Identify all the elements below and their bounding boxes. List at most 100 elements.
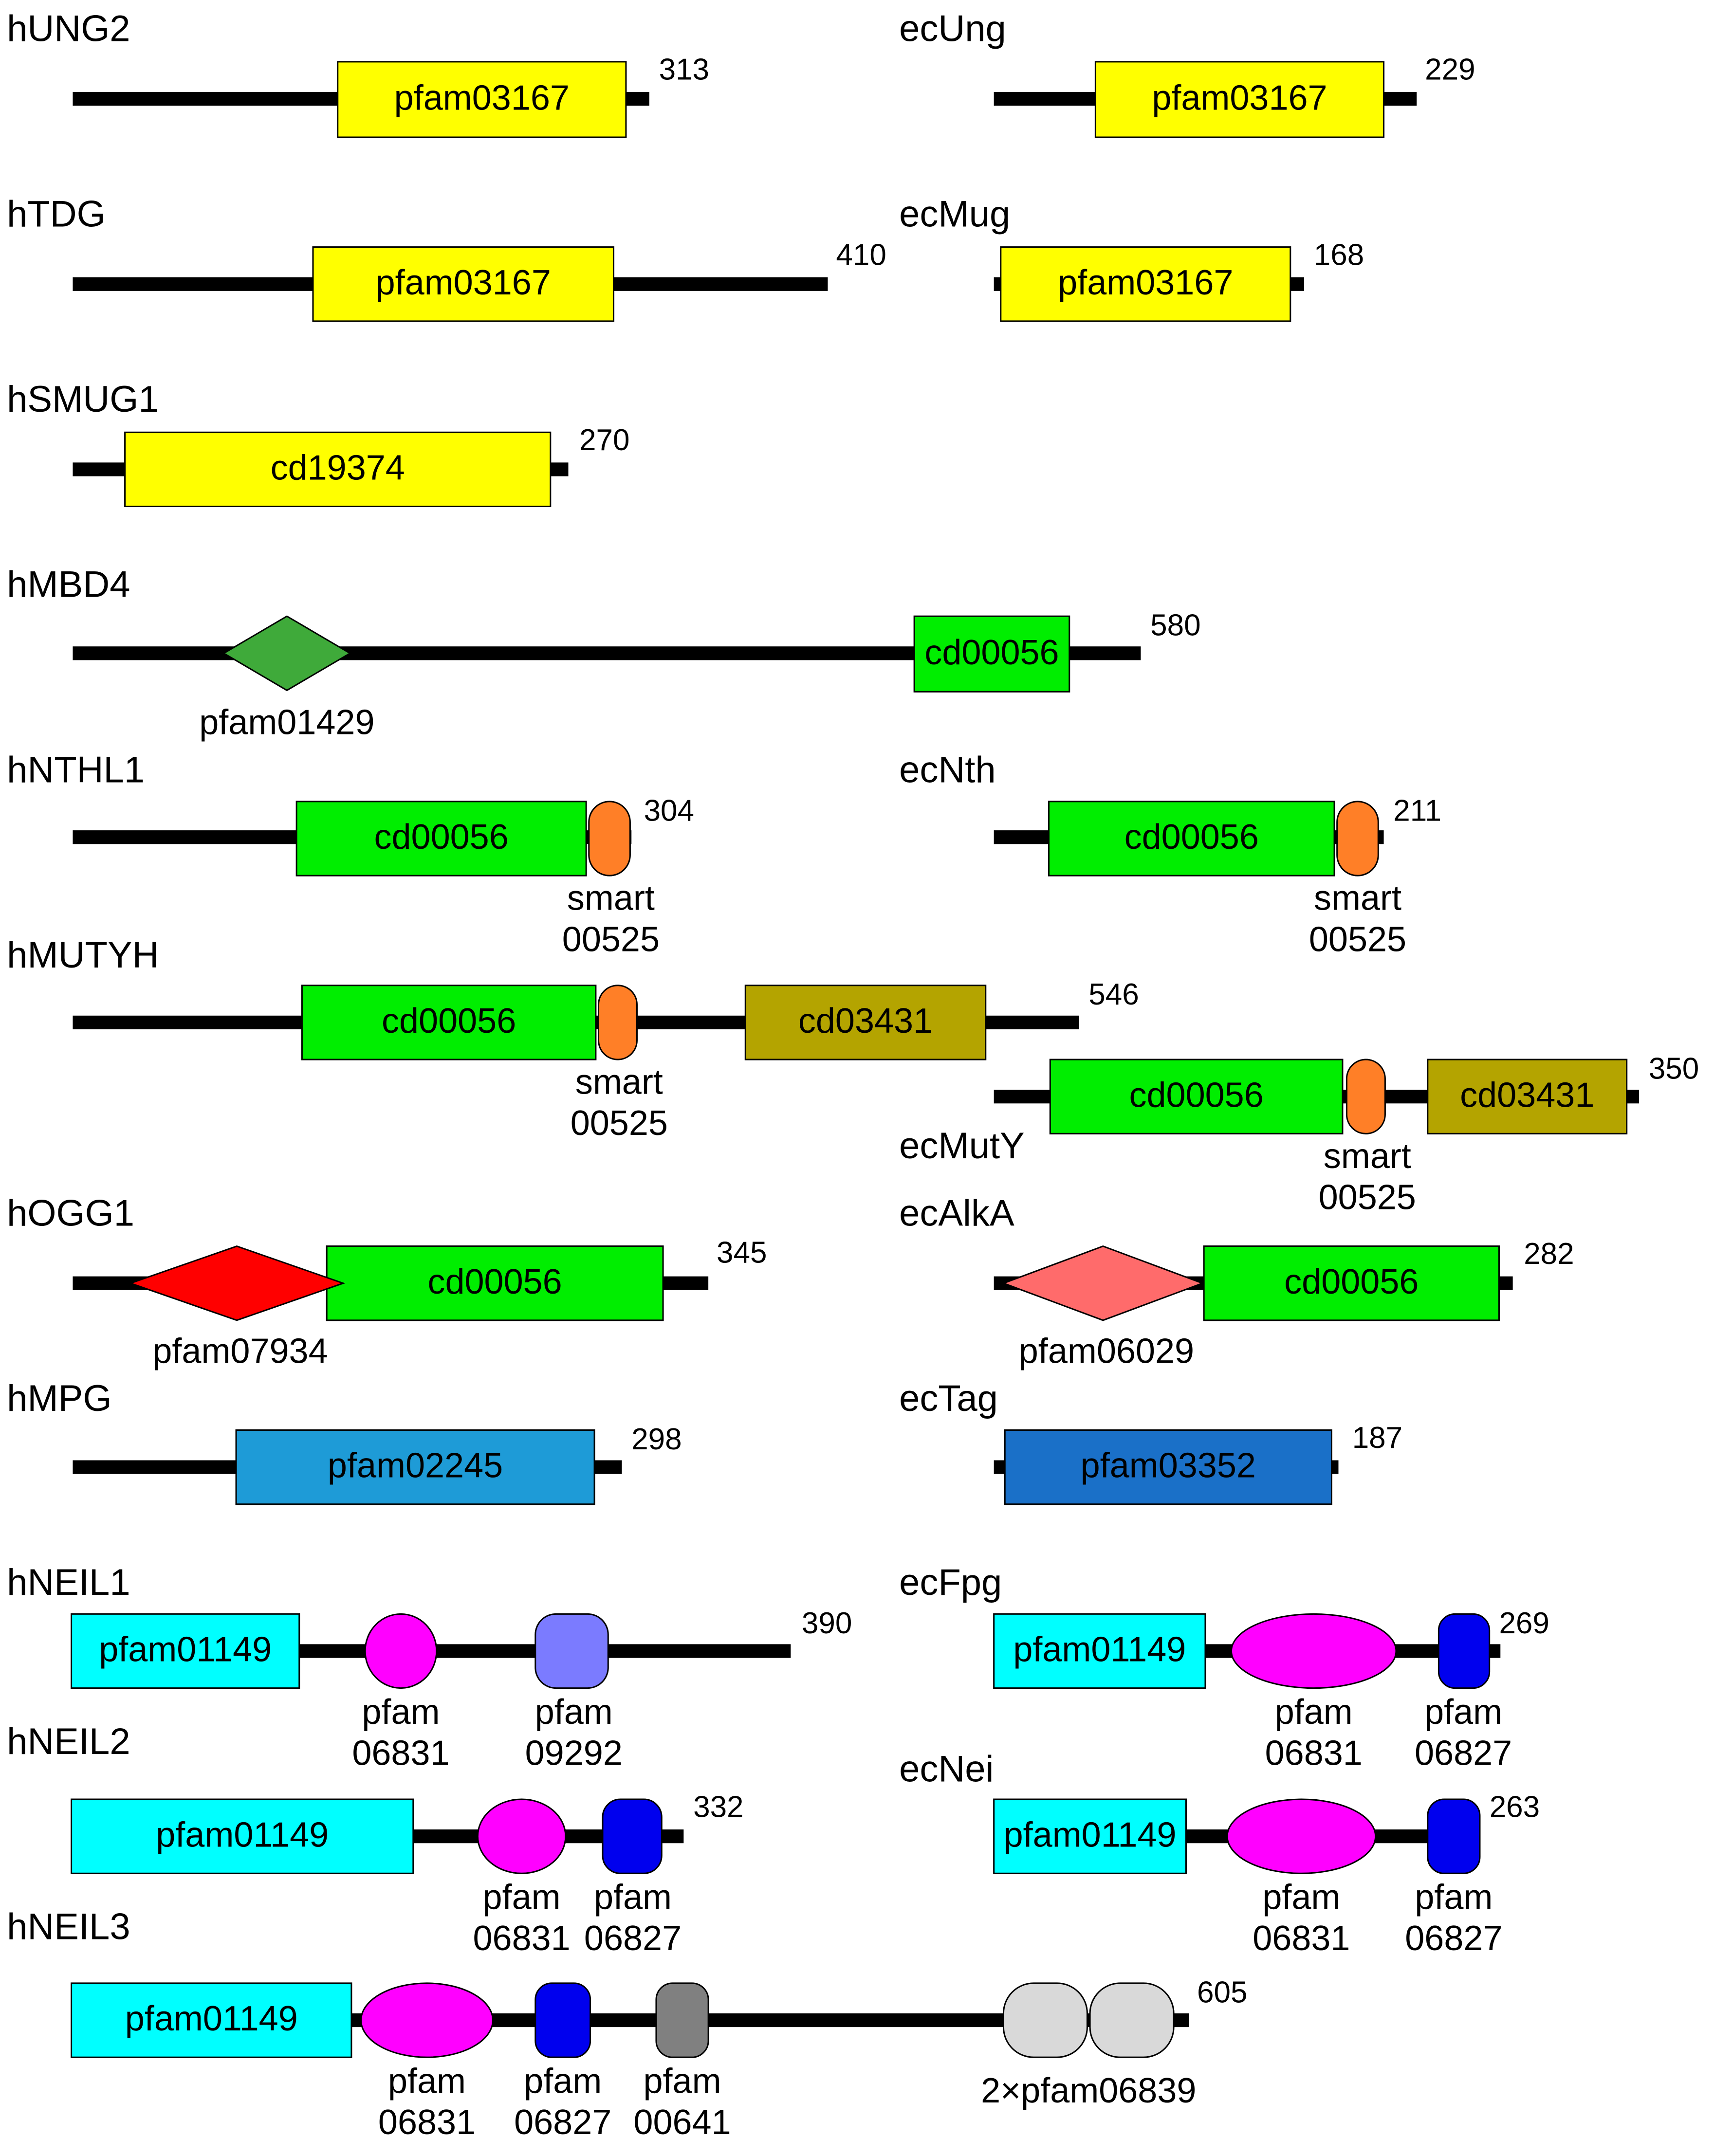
hnthl1-protein-name: hNTHL1 [7, 749, 145, 790]
hung2-domain-label: pfam03167 [394, 79, 570, 118]
ecmuty-length: 350 [1649, 1052, 1699, 1086]
ecnei-domain [993, 1798, 1187, 1874]
hneil2-protein-name: hNEIL2 [7, 1721, 130, 1762]
ecfpg-pfam06831-label-line2: 06831 [1265, 1734, 1363, 1773]
ecnth-domain [1048, 801, 1335, 877]
hneil3-pfam00641-label-line1: pfam [644, 2062, 721, 2101]
hneil2-domain-label: pfam01149 [156, 1815, 329, 1854]
ecnth-domain [1336, 801, 1379, 877]
ecnth-smart00525-label-line1: smart [1314, 879, 1401, 918]
hsmug1-domain-label: cd19374 [271, 449, 405, 488]
hneil3-pfam06839-label: 2×pfam06839 [981, 2071, 1196, 2110]
ecfpg-domain-label: pfam01149 [1013, 1630, 1186, 1669]
hmpg-length: 298 [631, 1423, 682, 1456]
hmbd4-protein-name: hMBD4 [7, 564, 130, 605]
hneil1-domain [364, 1613, 438, 1689]
ecnei-domain [1427, 1798, 1481, 1874]
htdg-domain [312, 246, 615, 322]
hneil1-pfam09292-label-line2: 09292 [525, 1734, 623, 1773]
hneil3-pfam06831-label-line2: 06831 [378, 2103, 476, 2142]
hogg1-domain-label: cd00056 [427, 1262, 562, 1301]
hneil2-domain [71, 1798, 414, 1874]
ectag-domain [1004, 1429, 1332, 1505]
ecmuty-domain [1345, 1059, 1386, 1134]
ecalka-length: 282 [1524, 1237, 1574, 1271]
hneil1-domain [534, 1613, 609, 1689]
hmbd4-length: 580 [1150, 609, 1200, 642]
hneil3-domain [1089, 1982, 1175, 2058]
ecmuty-domain-label: cd03431 [1460, 1076, 1594, 1115]
ecfpg-length: 269 [1499, 1607, 1549, 1640]
ectag-protein-name: ecTag [899, 1378, 998, 1419]
ecalka-pfam06029-label: pfam06029 [1019, 1332, 1194, 1370]
hnthl1-domain-label: cd00056 [374, 818, 508, 857]
ecmuty-smart00525-label-line1: smart [1324, 1137, 1411, 1176]
ecung-protein-name: ecUng [899, 8, 1006, 50]
hnthl1-length: 304 [644, 794, 694, 827]
ectag-length: 187 [1352, 1421, 1402, 1455]
ecnth-smart00525-label-line2: 00525 [1309, 920, 1406, 959]
hneil1-domain-label: pfam01149 [99, 1630, 272, 1669]
ecmug-length: 168 [1314, 238, 1364, 272]
ecfpg-domain [1438, 1613, 1491, 1689]
ecung-domain-label: pfam03167 [1152, 79, 1327, 118]
hneil2-length: 332 [693, 1791, 743, 1824]
ecnei-pfam06827-label-line2: 06827 [1405, 1919, 1502, 1958]
ecnei-pfam06831-label-line1: pfam [1262, 1878, 1340, 1917]
hneil1-length: 390 [802, 1607, 852, 1640]
hneil1-pfam06831-label-line2: 06831 [352, 1734, 449, 1773]
ecmug-domain-label: pfam03167 [1058, 263, 1233, 302]
hogg1-domain [128, 1245, 346, 1321]
hogg1-pfam07934-label: pfam07934 [152, 1332, 328, 1370]
hneil3-domain [360, 1982, 494, 2058]
hsmug1-domain [124, 431, 552, 508]
hneil3-domain [655, 1982, 709, 2058]
hmpg-domain-label: pfam02245 [328, 1446, 503, 1485]
ecung-length: 229 [1425, 53, 1475, 87]
ecnei-pfam06827-label-line1: pfam [1415, 1878, 1493, 1917]
hmbd4-domain [913, 615, 1070, 693]
hmbd4-domain-label: cd00056 [924, 633, 1059, 672]
hneil3-protein-name: hNEIL3 [7, 1906, 130, 1948]
hneil2-pfam06827-label-line2: 06827 [584, 1919, 682, 1958]
hneil3-domain [534, 1982, 591, 2058]
hmpg-protein-name: hMPG [7, 1378, 111, 1419]
hneil3-domain [71, 1982, 352, 2058]
ecalka-domain [1001, 1245, 1205, 1321]
hsmug1-protein-name: hSMUG1 [7, 379, 159, 420]
hmutyh-smart00525-label-line1: smart [575, 1063, 663, 1102]
ecfpg-domain [993, 1613, 1206, 1689]
hneil3-pfam06827-label-line1: pfam [524, 2062, 602, 2101]
hmutyh-domain [744, 985, 987, 1060]
hmutyh-domain [301, 985, 597, 1060]
hneil1-pfam09292-label-line1: pfam [535, 1693, 613, 1732]
hmbd4-domain [222, 615, 352, 692]
hmutyh-domain [598, 985, 638, 1060]
hnthl1-domain [295, 801, 587, 877]
hneil3-pfam06827-label-line2: 06827 [514, 2103, 611, 2142]
ecfpg-pfam06827-label-line2: 06827 [1415, 1734, 1512, 1773]
ecmuty-domain [1427, 1059, 1628, 1134]
ecmuty-domain [1049, 1059, 1344, 1134]
hsmug1-length: 270 [579, 423, 629, 457]
hnthl1-smart00525-label-line2: 00525 [562, 920, 660, 959]
hneil2-pfam06827-label-line1: pfam [594, 1878, 672, 1917]
ecnth-domain-label: cd00056 [1124, 818, 1259, 857]
ecfpg-pfam06831-label-line1: pfam [1275, 1693, 1353, 1732]
htdg-length: 410 [836, 238, 886, 272]
hneil3-domain-label: pfam01149 [125, 1999, 298, 2038]
hung2-protein-name: hUNG2 [7, 8, 130, 50]
ectag-domain-label: pfam03352 [1081, 1446, 1256, 1485]
hmutyh-domain-label: cd00056 [382, 1002, 516, 1041]
hneil2-domain [602, 1798, 663, 1874]
ecnth-protein-name: ecNth [899, 749, 996, 790]
ecung-domain [1094, 61, 1385, 138]
hneil3-pfam06831-label-line1: pfam [388, 2062, 466, 2101]
ecalka-protein-name: ecAlkA [899, 1192, 1014, 1234]
hmbd4-pfam01429-label: pfam01429 [199, 703, 374, 742]
hung2-length: 313 [659, 53, 709, 87]
hmpg-domain [235, 1429, 595, 1505]
ecfpg-domain [1231, 1613, 1397, 1689]
hneil2-pfam06831-label-line1: pfam [483, 1878, 561, 1917]
